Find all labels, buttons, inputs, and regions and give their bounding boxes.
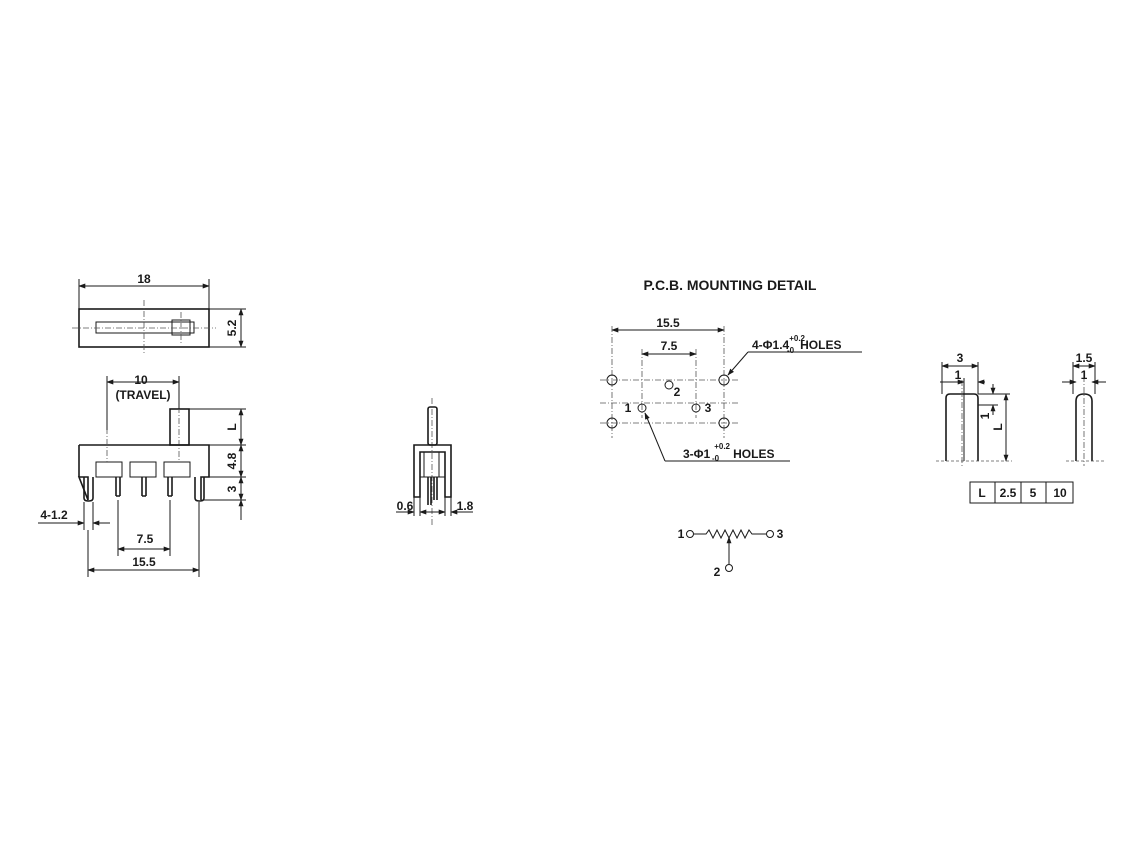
front-view: 10 (TRAVEL) L 4.8 3 4-1.2 7.5 15.5 <box>38 373 246 577</box>
pcb-pin-2-label: 2 <box>674 385 681 399</box>
table-cell: 10 <box>1053 486 1067 500</box>
terminal-hole-3 <box>691 403 701 413</box>
length-table: L 2.5 5 10 <box>969 481 1074 504</box>
side-body <box>413 444 452 498</box>
front-pin-left <box>83 477 94 502</box>
mount-hole <box>718 417 730 429</box>
pcb-pitch-dim: 7.5 <box>661 339 678 353</box>
pitch-dim: 7.5 <box>137 532 154 546</box>
schematic-pin-2: 2 <box>714 565 721 579</box>
actuator-right-outline <box>1075 393 1093 461</box>
top-view: 18 5.2 <box>72 272 246 354</box>
left-length-dim: L <box>991 423 1005 430</box>
left-width-dim: 3 <box>957 351 964 365</box>
pcb-span-dim: 15.5 <box>656 316 680 330</box>
pin-width-dim: 4-1.2 <box>40 508 68 522</box>
table-cell: 5 <box>1030 486 1037 500</box>
pcb-pin-1-label: 1 <box>625 401 632 415</box>
travel-dim: 10 <box>134 373 148 387</box>
front-pin-right <box>194 477 205 502</box>
top-height-dim: 5.2 <box>225 319 239 336</box>
travel-label: (TRAVEL) <box>115 388 170 402</box>
mount-hole <box>606 417 618 429</box>
pin-length-dim: 3 <box>225 485 239 492</box>
table-cell: 2.5 <box>1000 486 1017 500</box>
terminal-hole-2 <box>664 380 674 390</box>
left-inner-dim: 1 <box>955 368 962 382</box>
pcb-detail: P.C.B. MOUNTING DETAIL 1 2 3 15.5 7.5 4-… <box>600 277 862 463</box>
side-view: 0.6 1.8 <box>396 398 474 526</box>
top-width-dim: 18 <box>137 272 151 286</box>
span-dim: 15.5 <box>132 555 156 569</box>
side-actuator <box>427 406 438 446</box>
schematic-pin-1: 1 <box>678 527 685 541</box>
left-step-dim: 1 <box>978 412 992 419</box>
pcb-title: P.C.B. MOUNTING DETAIL <box>644 277 817 293</box>
actuator-detail-left: 3 1 1 L <box>936 351 1012 466</box>
schematic-terminal-3 <box>766 530 774 538</box>
pcb-pin-3-label: 3 <box>705 401 712 415</box>
front-pin-3 <box>167 477 173 497</box>
front-pin-1 <box>115 477 121 497</box>
right-inner-dim: 1 <box>1081 368 1088 382</box>
front-pin-2 <box>141 477 147 497</box>
right-width-dim: 1.5 <box>1076 351 1093 365</box>
front-actuator <box>169 408 190 446</box>
pin-thickness-dim: 0.6 <box>397 499 414 513</box>
mount-hole <box>718 374 730 386</box>
table-header: L <box>978 486 985 500</box>
pin-offset-dim: 1.8 <box>457 499 474 513</box>
mount-hole <box>606 374 618 386</box>
body-height-dim: 4.8 <box>225 452 239 469</box>
terminal-hole-1 <box>637 403 647 413</box>
potentiometer-schematic: 1 3 2 <box>678 527 784 579</box>
schematic-pin-3: 3 <box>777 527 784 541</box>
top-view-slot <box>95 321 195 334</box>
schematic-terminal-1 <box>686 530 694 538</box>
resistor-symbol <box>694 528 766 540</box>
actuator-detail-right: 1.5 1 <box>1062 351 1106 466</box>
actuator-length-dim: L <box>225 423 239 430</box>
schematic-terminal-2 <box>725 564 733 572</box>
